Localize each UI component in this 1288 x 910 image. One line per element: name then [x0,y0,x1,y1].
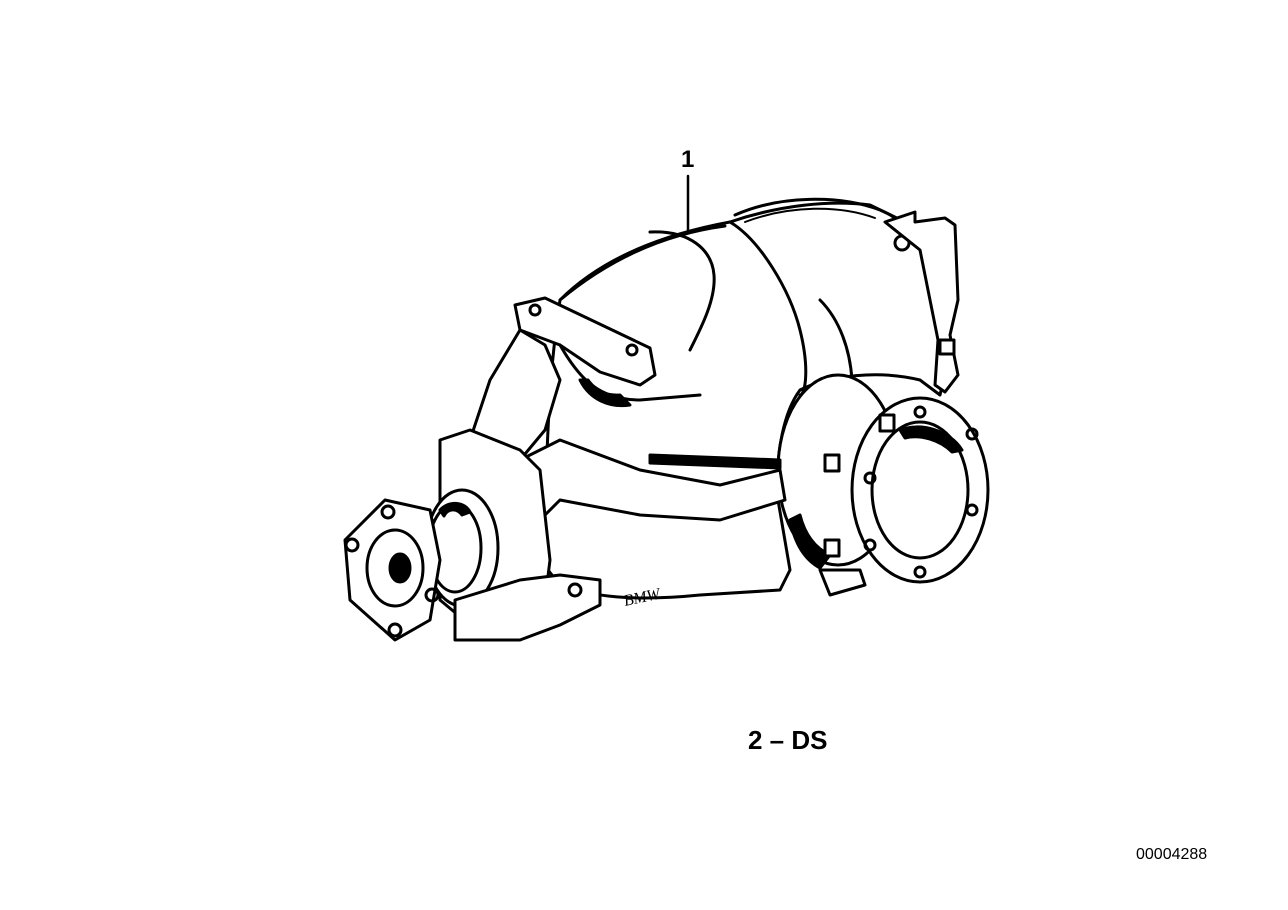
flange-stud-3 [823,538,841,558]
drawing-number: 00004288 [1136,846,1208,863]
lower-mount-base [453,573,602,642]
housing-contour-cover [648,230,716,352]
flange-hole-5 [863,538,877,552]
flange-stud-2 [823,453,841,473]
lower-rib-shade [648,453,782,470]
top-arm-hole-left [528,303,542,317]
pinion-collar-shade [438,502,472,518]
housing-contour-right [818,298,854,382]
input-flange-hole-1 [344,537,360,553]
top-arm-hole-right [625,343,639,357]
flange-hole-6 [863,471,877,485]
base-bolt-hole [567,582,583,598]
output-flange-bore [870,420,970,560]
output-flange-bore-shade [898,425,964,454]
top-mount-arm [513,296,657,387]
housing-rib-upper [558,224,727,302]
flange-hole-4 [913,565,927,579]
input-flange-hole-3 [424,587,440,603]
flange-hole-1 [913,405,927,419]
input-flange-bore [388,552,412,584]
base-foot-right [818,568,867,597]
flange-stud-1 [878,413,896,433]
input-flange-hole-4 [387,622,403,638]
mount-bolt [938,338,956,356]
callout-label-1: 1 [681,146,695,173]
rear-cover-ring-inner [744,207,876,223]
left-arm-shade [578,378,632,408]
group-label: 2 – DS [748,725,828,755]
flange-hole-2 [965,427,979,441]
lower-rib [518,438,787,522]
flange-hole-3 [965,503,979,517]
housing-contour-center [728,220,808,397]
input-flange-hole-2 [380,504,396,520]
